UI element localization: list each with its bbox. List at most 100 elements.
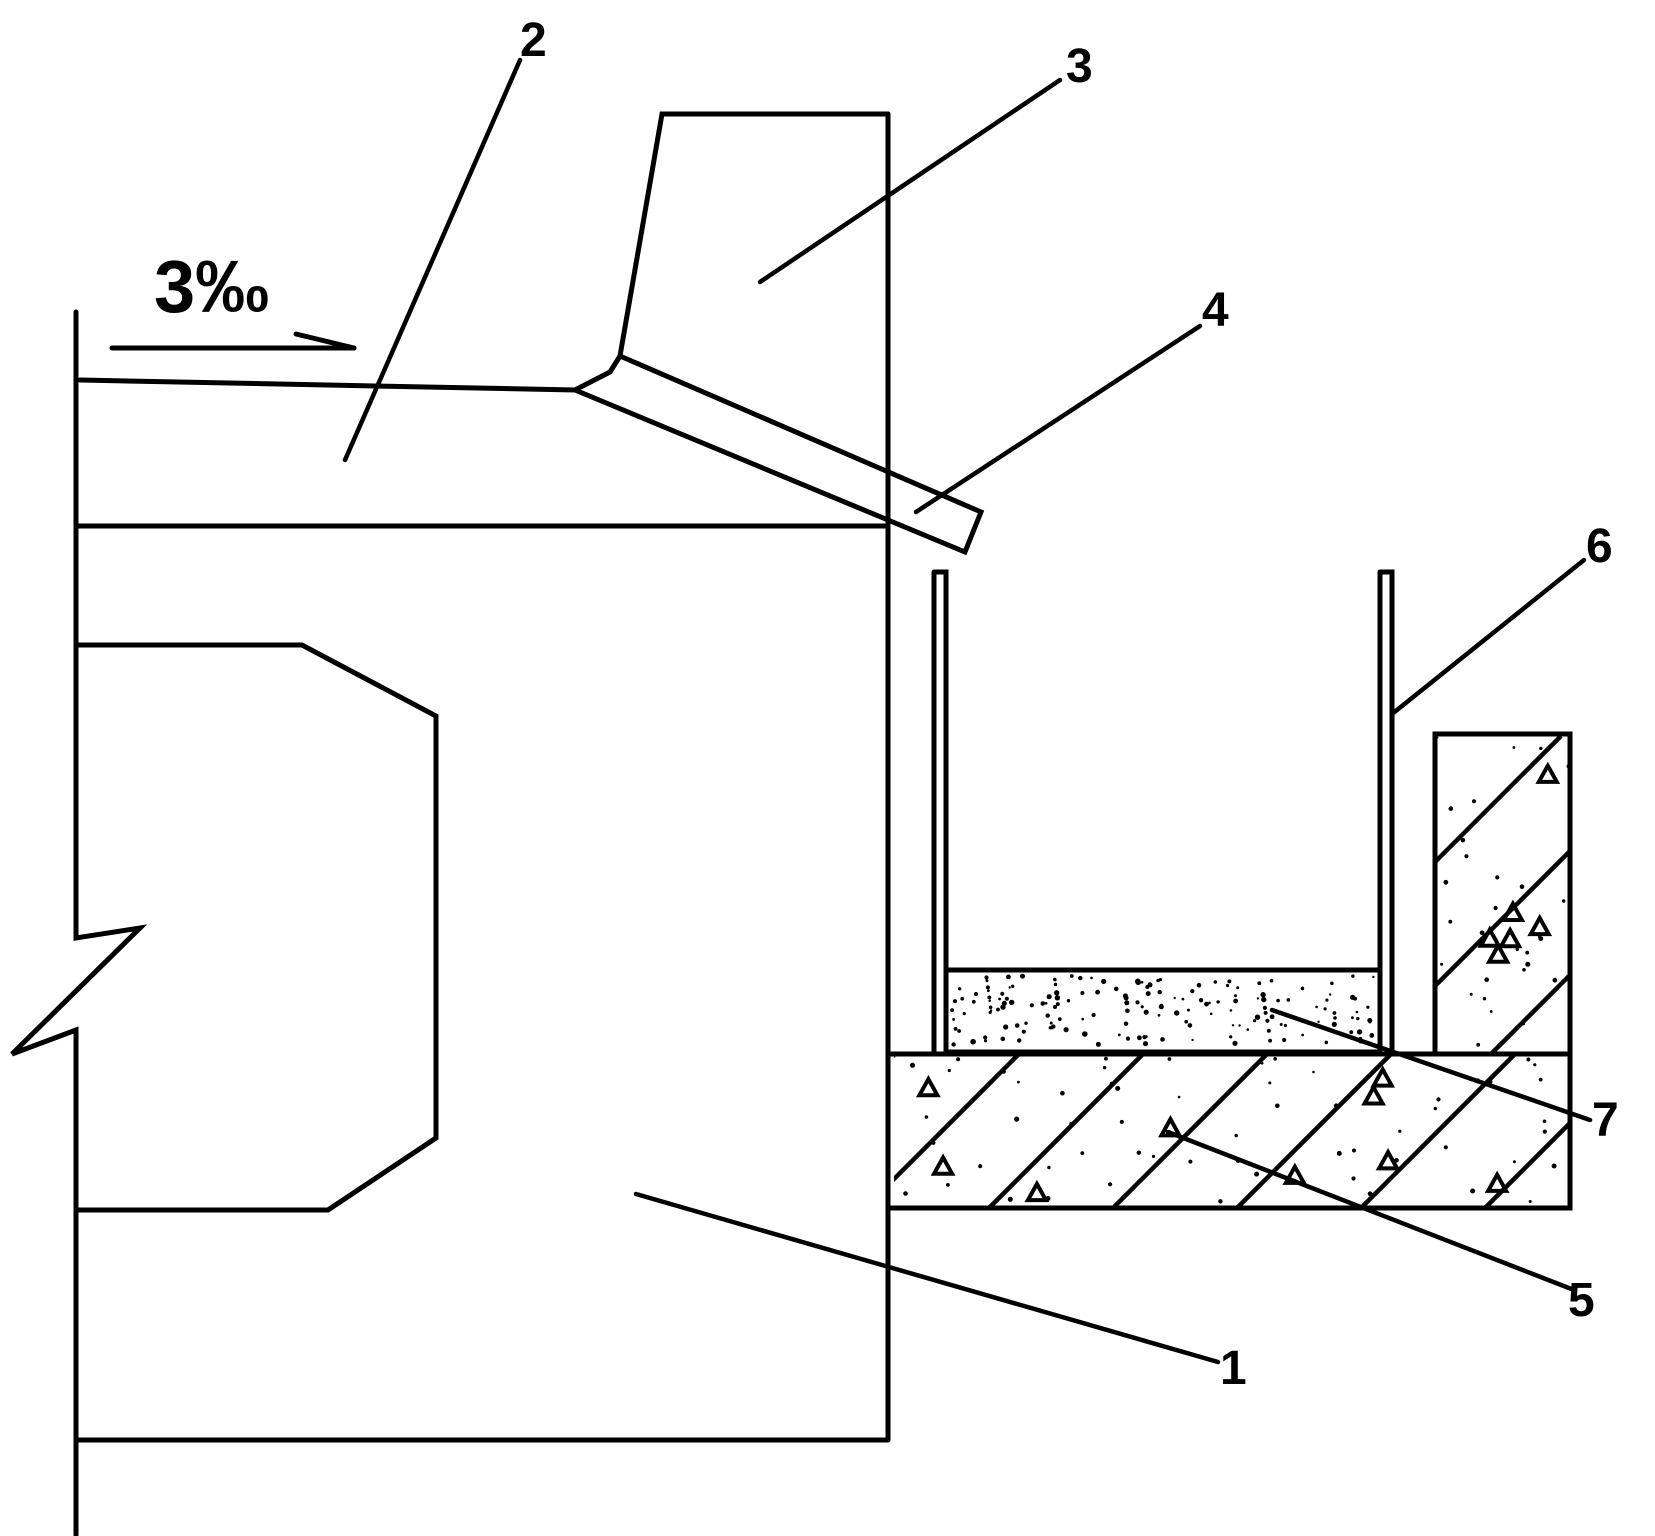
speckle-dot bbox=[1279, 1023, 1283, 1026]
speckle-dot bbox=[1351, 974, 1355, 978]
aggregate-dot bbox=[1542, 1129, 1547, 1134]
speckle-dot bbox=[1001, 1000, 1007, 1006]
aggregate-dot bbox=[1525, 950, 1530, 955]
aggregate-dot bbox=[903, 1191, 908, 1196]
slope-arrow-head bbox=[293, 331, 357, 351]
aggregate-dot bbox=[1566, 763, 1570, 769]
callout-3: 3 bbox=[1066, 40, 1093, 93]
aggregate-triangle bbox=[1361, 1083, 1386, 1106]
aggregate-dot bbox=[1460, 837, 1466, 843]
aggregate-dot bbox=[1448, 919, 1453, 924]
speckle-dot bbox=[1234, 994, 1237, 998]
aggregate-dot bbox=[924, 1115, 929, 1119]
speckle-dot bbox=[1232, 1040, 1238, 1046]
aggregate-triangle bbox=[1527, 913, 1553, 937]
speckle-dot bbox=[1053, 982, 1058, 987]
speckle-dot bbox=[957, 1029, 961, 1033]
speckle-dot bbox=[1369, 1033, 1375, 1038]
speckle-dot bbox=[1209, 1012, 1213, 1016]
aggregate-dot bbox=[1436, 1097, 1441, 1102]
aggregate-dot bbox=[1528, 1200, 1532, 1203]
speckle-dot bbox=[1145, 991, 1151, 997]
filter-layer bbox=[943, 967, 1383, 1055]
speckle-dot bbox=[1366, 1005, 1370, 1009]
speckle-dot bbox=[953, 1027, 958, 1031]
speckle-dot bbox=[971, 999, 976, 1004]
speckle-dot bbox=[1262, 1005, 1267, 1011]
aggregate-triangle bbox=[1485, 941, 1511, 964]
concrete-base bbox=[885, 1051, 1573, 1211]
filter-layer-speckle bbox=[950, 973, 1375, 1047]
speckle-dot bbox=[1216, 1000, 1220, 1004]
speckle-dot bbox=[1204, 1001, 1209, 1007]
callout-1: 1 bbox=[1220, 1342, 1247, 1395]
speckle-dot bbox=[1143, 1009, 1149, 1015]
speckle-dot bbox=[952, 1018, 955, 1021]
aggregate-dot bbox=[1522, 968, 1526, 972]
aggregate-dot bbox=[1351, 1176, 1356, 1181]
hatch-line bbox=[1110, 1055, 1268, 1209]
speckle-dot bbox=[1233, 998, 1238, 1004]
speckle-dot bbox=[1283, 1023, 1288, 1028]
speckle-dot bbox=[1004, 996, 1009, 1001]
aggregate-dot bbox=[1495, 875, 1500, 880]
leader-5 bbox=[1165, 1129, 1577, 1293]
speckle-dot bbox=[1144, 1035, 1148, 1038]
concrete-base-outline bbox=[885, 1051, 1573, 1211]
speckle-dot bbox=[960, 996, 964, 1001]
speckle-dot bbox=[974, 992, 978, 996]
speckle-dot bbox=[1331, 1021, 1337, 1027]
aggregate-dot bbox=[1398, 1129, 1402, 1133]
speckle-dot bbox=[1009, 999, 1015, 1006]
speckle-dot bbox=[987, 995, 992, 1000]
leader-lines bbox=[342, 57, 1593, 1365]
speckle-dot bbox=[1187, 1008, 1190, 1012]
leader-6 bbox=[1389, 557, 1587, 717]
speckle-dot bbox=[1238, 1024, 1241, 1027]
speckle-dot bbox=[1372, 975, 1375, 979]
speckle-dot bbox=[1323, 1007, 1327, 1011]
aggregate-dot bbox=[1443, 1145, 1448, 1150]
aggregate-dot bbox=[1542, 1119, 1547, 1124]
aggregate-dot bbox=[1553, 865, 1556, 868]
speckle-dot bbox=[1330, 981, 1334, 986]
speckle-dot bbox=[1069, 974, 1074, 978]
aggregate-dot bbox=[1464, 854, 1469, 859]
aggregate-dot bbox=[1484, 977, 1489, 982]
speckle-dot bbox=[970, 1038, 976, 1045]
speckle-dot bbox=[1117, 1033, 1121, 1037]
aggregate-dot bbox=[1102, 1065, 1107, 1070]
aggregate-dot bbox=[1312, 1070, 1315, 1074]
speckle-dot bbox=[1024, 1021, 1028, 1025]
aggregate-dot bbox=[1476, 1042, 1481, 1047]
speckle-dot bbox=[1124, 1000, 1130, 1006]
aggregate-dot bbox=[1367, 1191, 1373, 1197]
speckle-dot bbox=[1191, 1038, 1194, 1042]
aggregate-dot bbox=[1539, 746, 1543, 751]
speckle-dot bbox=[996, 1007, 1000, 1012]
speckle-dot bbox=[1356, 1016, 1360, 1021]
aggregate-dot bbox=[956, 1057, 961, 1062]
aggregate-dot bbox=[1547, 746, 1550, 750]
speckle-dot bbox=[1090, 976, 1093, 980]
speckle-dot bbox=[1156, 978, 1160, 983]
aggregate-dot bbox=[1352, 1148, 1356, 1153]
speckle-dot bbox=[1040, 1001, 1046, 1006]
speckle-dot bbox=[1081, 1017, 1084, 1021]
aggregate-dot bbox=[1533, 1063, 1537, 1067]
speckle-dot bbox=[1351, 1016, 1354, 1020]
aggregate-dot bbox=[1017, 1080, 1020, 1084]
speckle-dot bbox=[1057, 1017, 1062, 1021]
aggregate-dot bbox=[1268, 1081, 1272, 1085]
speckle-dot bbox=[1051, 1024, 1056, 1029]
aggregate-dot bbox=[1482, 997, 1487, 1001]
speckle-dot bbox=[1078, 975, 1083, 981]
speckle-dot bbox=[1349, 1030, 1354, 1035]
speckle-dot bbox=[962, 1012, 966, 1016]
aggregate-dot bbox=[1493, 905, 1498, 911]
speckle-dot bbox=[1282, 1037, 1287, 1043]
speckle-dot bbox=[1181, 997, 1185, 1001]
speckle-dot bbox=[1135, 978, 1141, 985]
speckle-dot bbox=[1187, 1023, 1193, 1028]
collection-trough bbox=[931, 569, 1395, 1057]
